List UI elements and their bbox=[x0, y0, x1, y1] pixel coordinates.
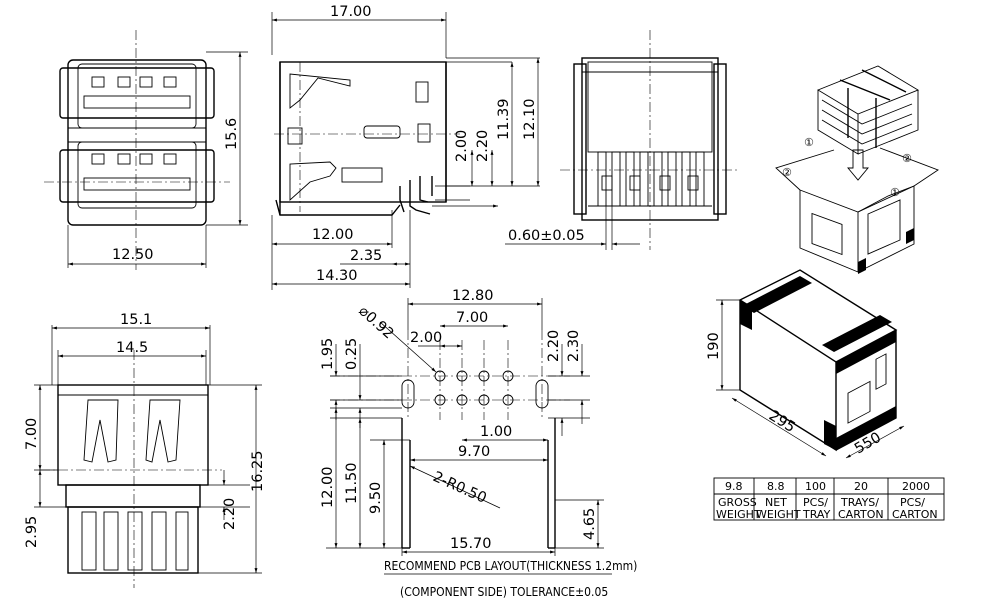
table-value-gross: 9.8 bbox=[725, 480, 743, 493]
dim-side-outer: 15.1 bbox=[120, 312, 152, 328]
table-label-gross-1: GROSS bbox=[718, 496, 757, 509]
dim-top-2-00: 2.00 bbox=[454, 130, 470, 162]
table-label-pcs-carton-2: CARTON bbox=[892, 508, 938, 521]
dim-pcb-2-20: 2.20 bbox=[546, 330, 562, 362]
end-view: 0.60±0.05 bbox=[505, 30, 740, 250]
pcb-note-title: RECOMMEND PCB LAYOUT(THICKNESS 1.2mm) bbox=[384, 559, 637, 573]
dim-pcb-9-50: 9.50 bbox=[368, 482, 384, 514]
dim-top-12-10: 12.10 bbox=[522, 98, 538, 140]
table-label-net-2: WEIGHT bbox=[756, 508, 801, 521]
dim-side-2-20: 2.20 bbox=[222, 498, 238, 530]
box-marker-1a: ① bbox=[804, 136, 814, 149]
carton-dim-width: 295 bbox=[766, 408, 798, 436]
dim-pcb-1-95: 1.95 bbox=[320, 338, 336, 370]
dim-pcb-1-00: 1.00 bbox=[480, 424, 512, 440]
dim-pcb-pitch: 2.00 bbox=[410, 330, 442, 346]
dim-front-width: 12.50 bbox=[112, 247, 154, 263]
dim-pcb-hole: ⌀0.92 bbox=[355, 303, 396, 342]
dim-top-14-30: 14.30 bbox=[316, 268, 358, 284]
dim-side-2-95: 2.95 bbox=[24, 516, 40, 548]
dim-top-11-39: 11.39 bbox=[496, 98, 512, 140]
box-marker-2a: ② bbox=[782, 166, 792, 179]
dim-pcb-radius: 2-R0.50 bbox=[430, 469, 488, 507]
table-label-trays-carton-2: CARTON bbox=[838, 508, 884, 521]
table-label-pcs-carton-1: PCS/ bbox=[900, 496, 925, 509]
table-label-pcs-tray-1: PCS/ bbox=[803, 496, 828, 509]
table-label-trays-carton-1: TRAYS/ bbox=[840, 496, 879, 509]
dim-pcb-2-30: 2.30 bbox=[566, 330, 582, 362]
table-value-pcs-carton: 2000 bbox=[902, 480, 930, 493]
packing-table: 9.8 8.8 100 20 2000 GROSS NET PCS/ TRAYS… bbox=[713, 477, 945, 521]
table-label-net-1: NET bbox=[765, 496, 787, 509]
carton-dim-height: 190 bbox=[706, 332, 722, 360]
dim-pcb-0-25: 0.25 bbox=[344, 338, 360, 370]
dim-pin-width: 0.60±0.05 bbox=[508, 228, 585, 244]
dim-pcb-9-70: 9.70 bbox=[458, 444, 490, 460]
dim-top-12-00: 12.00 bbox=[312, 227, 354, 243]
dim-pcb-15-70: 15.70 bbox=[450, 536, 492, 552]
pcb-note-subtitle: (COMPONENT SIDE) TOLERANCE±0.05 bbox=[400, 585, 608, 599]
dim-pcb-outer: 12.80 bbox=[452, 288, 494, 304]
table-label-gross-2: WEIGHT bbox=[716, 508, 761, 521]
box-marker-1b: ① bbox=[890, 186, 900, 199]
table-value-net: 8.8 bbox=[767, 480, 785, 493]
closed-carton: 190 295 550 bbox=[706, 269, 905, 459]
side-view: 15.1 14.5 7.00 2.95 2.20 16.25 bbox=[24, 312, 266, 588]
dim-pcb-inner: 7.00 bbox=[456, 310, 488, 326]
table-label-pcs-tray-2: TRAY bbox=[802, 508, 831, 521]
open-box-illustration: ① ② ② ① bbox=[775, 65, 939, 274]
dim-pcb-4-65: 4.65 bbox=[582, 508, 598, 540]
table-value-trays-carton: 20 bbox=[854, 480, 868, 493]
dim-side-total: 16.25 bbox=[250, 450, 266, 492]
box-marker-2b: ② bbox=[902, 152, 912, 165]
dim-top-2-35: 2.35 bbox=[350, 248, 382, 264]
dim-top-length: 17.00 bbox=[330, 4, 372, 20]
table-value-pcs-tray: 100 bbox=[805, 480, 826, 493]
dim-front-height: 15.6 bbox=[224, 118, 240, 150]
pcb-layout: 12.80 7.00 2.00 ⌀0.92 1.95 0.25 12.00 11… bbox=[320, 288, 637, 599]
dim-top-2-20: 2.20 bbox=[475, 130, 491, 162]
dim-pcb-12-00: 12.00 bbox=[320, 466, 336, 508]
front-view: 15.6 12.50 bbox=[44, 30, 248, 270]
dim-side-inner: 14.5 bbox=[116, 340, 148, 356]
dim-pcb-11-50: 11.50 bbox=[344, 462, 360, 504]
top-view: 17.00 2.00 2.20 11.39 12.10 12.00 2.35 1… bbox=[271, 4, 540, 290]
dim-side-7-00: 7.00 bbox=[24, 418, 40, 450]
